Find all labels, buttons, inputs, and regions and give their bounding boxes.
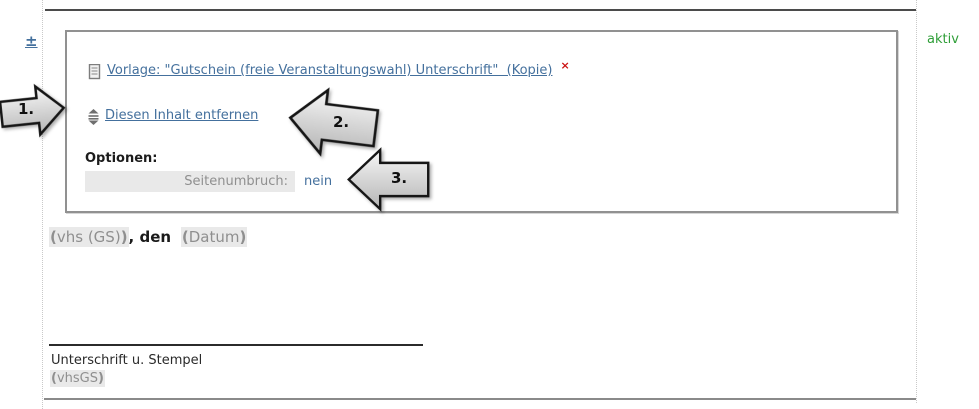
- option-row: Seitenumbruch: nein: [85, 171, 332, 192]
- options-heading: Optionen:: [85, 151, 158, 166]
- template-link[interactable]: Vorlage: "Gutschein (freie Veranstaltung…: [107, 63, 553, 78]
- paren: ): [239, 228, 247, 246]
- place-text: vhs (GS): [56, 228, 121, 246]
- date-placeholder: (Datum): [180, 227, 248, 247]
- date-text: Datum: [188, 228, 240, 246]
- left-dotted-guide: [42, 0, 43, 409]
- place-placeholder: (vhs (GS)): [49, 227, 129, 247]
- signature-caption: Unterschrift u. Stempel: [51, 353, 203, 368]
- signature-line: [49, 344, 423, 346]
- expand-collapse-toggle[interactable]: ±: [25, 32, 38, 50]
- right-dotted-guide: [916, 0, 917, 403]
- annotation-label-1: 1.: [18, 100, 35, 118]
- paren: (: [181, 228, 189, 246]
- remove-row: Diesen Inhalt entfernen: [88, 108, 258, 129]
- paren: ): [97, 371, 104, 386]
- bottom-divider: [44, 398, 916, 400]
- drag-handle-icon[interactable]: [88, 109, 99, 129]
- top-divider: [45, 9, 916, 11]
- content-element-panel: Vorlage: "Gutschein (freie Veranstaltung…: [65, 30, 898, 213]
- remove-content-link[interactable]: Diesen Inhalt entfernen: [105, 108, 259, 123]
- paren: (: [50, 228, 57, 246]
- paren: ): [120, 228, 128, 246]
- paren: (: [51, 371, 57, 386]
- option-label-seitenumbruch: Seitenumbruch:: [85, 171, 295, 192]
- signer-text: vhsGS: [56, 371, 98, 386]
- date-connector: , den: [128, 228, 172, 246]
- place-date-line: (vhs (GS)), den (Datum): [49, 227, 248, 247]
- document-icon: [88, 63, 101, 84]
- annotation-arrow-1: 1.: [0, 83, 67, 138]
- delete-x-icon[interactable]: ×: [560, 59, 570, 72]
- signer-placeholder: (vhsGS): [50, 370, 105, 387]
- page-break-value-link[interactable]: nein: [304, 174, 333, 189]
- template-row: Vorlage: "Gutschein (freie Veranstaltung…: [88, 59, 570, 84]
- status-active-label: aktiv: [927, 32, 959, 47]
